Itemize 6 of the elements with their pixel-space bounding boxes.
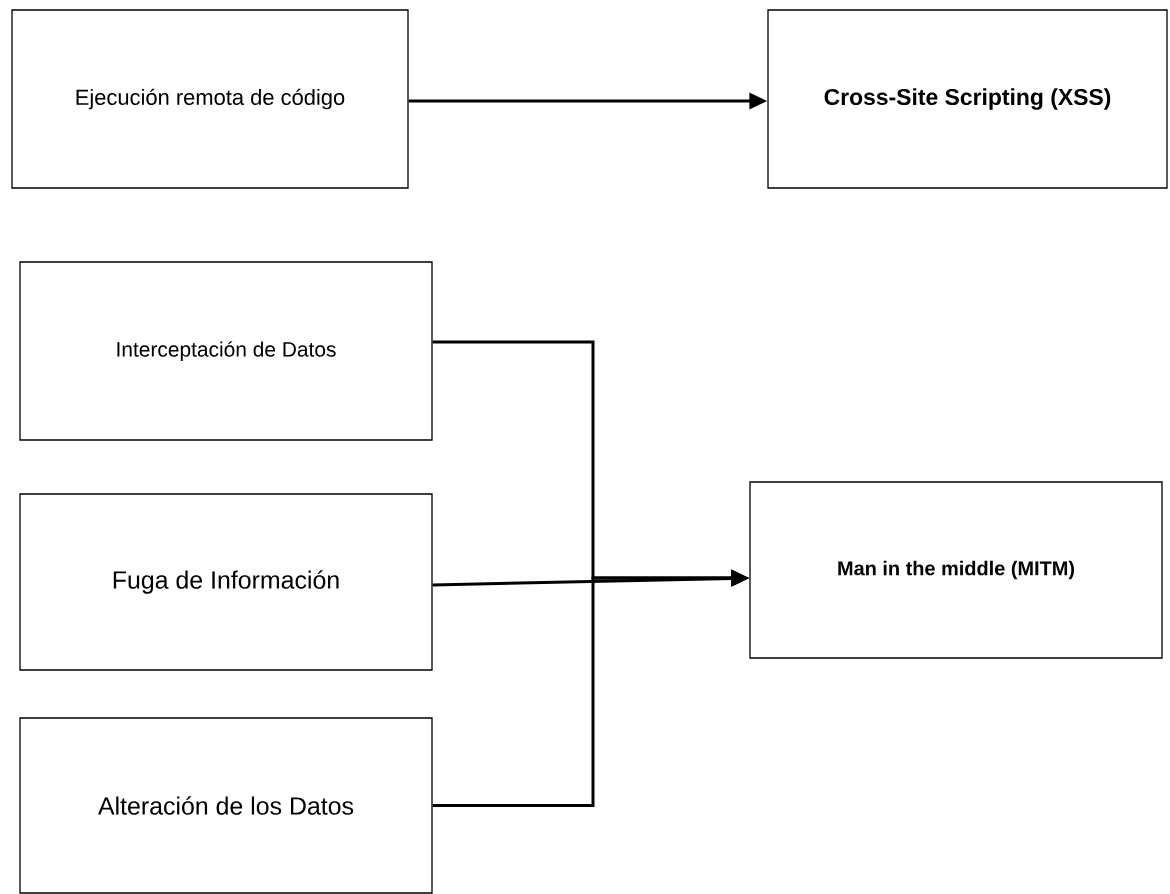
text-box: Alteración de los Datos bbox=[19, 717, 433, 894]
text-box: Ejecución remota de código bbox=[11, 9, 409, 189]
text-box: Man in the middle (MITM) bbox=[749, 481, 1163, 659]
text-box: Fuga de Información bbox=[19, 493, 433, 671]
text-box: Cross-Site Scripting (XSS) bbox=[767, 9, 1168, 189]
text-box: Interceptación de Datos bbox=[19, 261, 433, 441]
